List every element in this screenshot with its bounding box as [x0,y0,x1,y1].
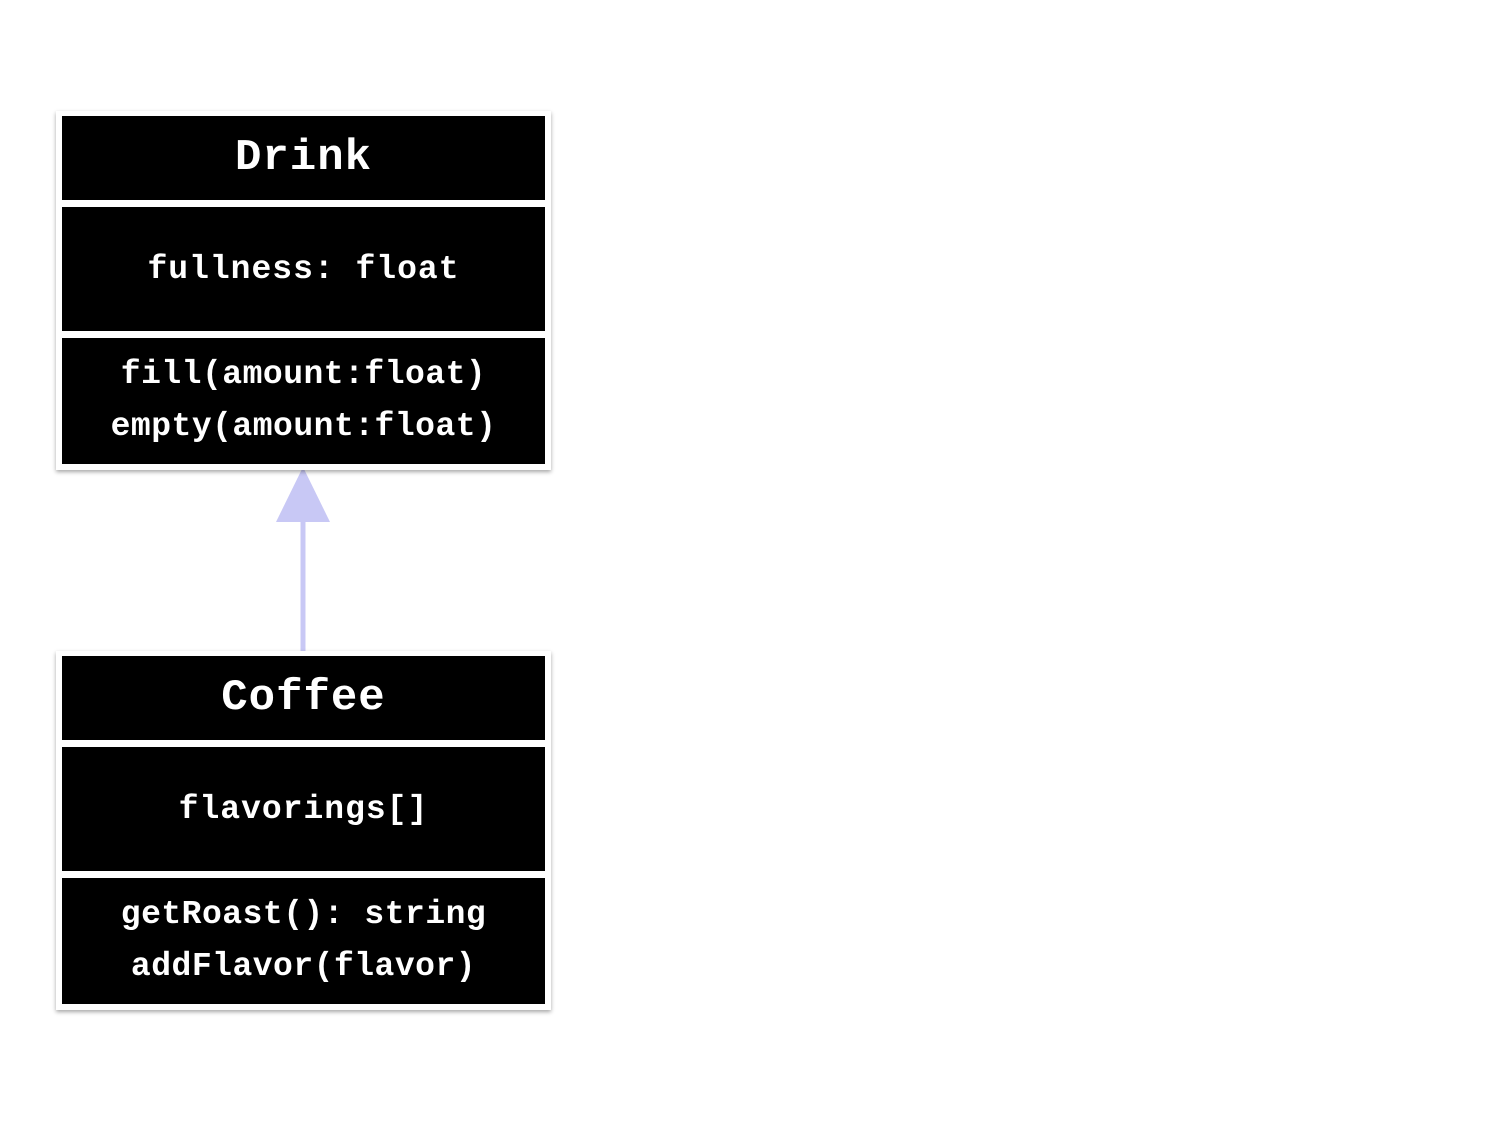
method: empty(amount:float) [110,408,497,445]
inheritance-arrow-head [276,467,330,522]
class-name-compartment: Coffee [62,656,545,740]
class-name-compartment: Drink [62,116,545,200]
inheritance-arrow [276,467,330,655]
method: getRoast(): string [120,896,487,933]
class-box-drink[interactable]: Drink fullness: float fill(amount:float)… [56,111,551,470]
method: fill(amount:float) [120,356,487,393]
method: addFlavor(flavor) [130,948,477,985]
methods-compartment: getRoast(): string addFlavor(flavor) [62,878,545,1004]
attribute: fullness: float [147,250,460,288]
attributes-compartment: fullness: float [62,207,545,331]
methods-compartment: fill(amount:float) empty(amount:float) [62,338,545,464]
attributes-compartment: flavorings[] [62,747,545,871]
class-name: Coffee [221,673,386,723]
attribute: flavorings[] [178,790,429,828]
class-name: Drink [234,133,373,183]
class-box-coffee[interactable]: Coffee flavorings[] getRoast(): string a… [56,651,551,1010]
